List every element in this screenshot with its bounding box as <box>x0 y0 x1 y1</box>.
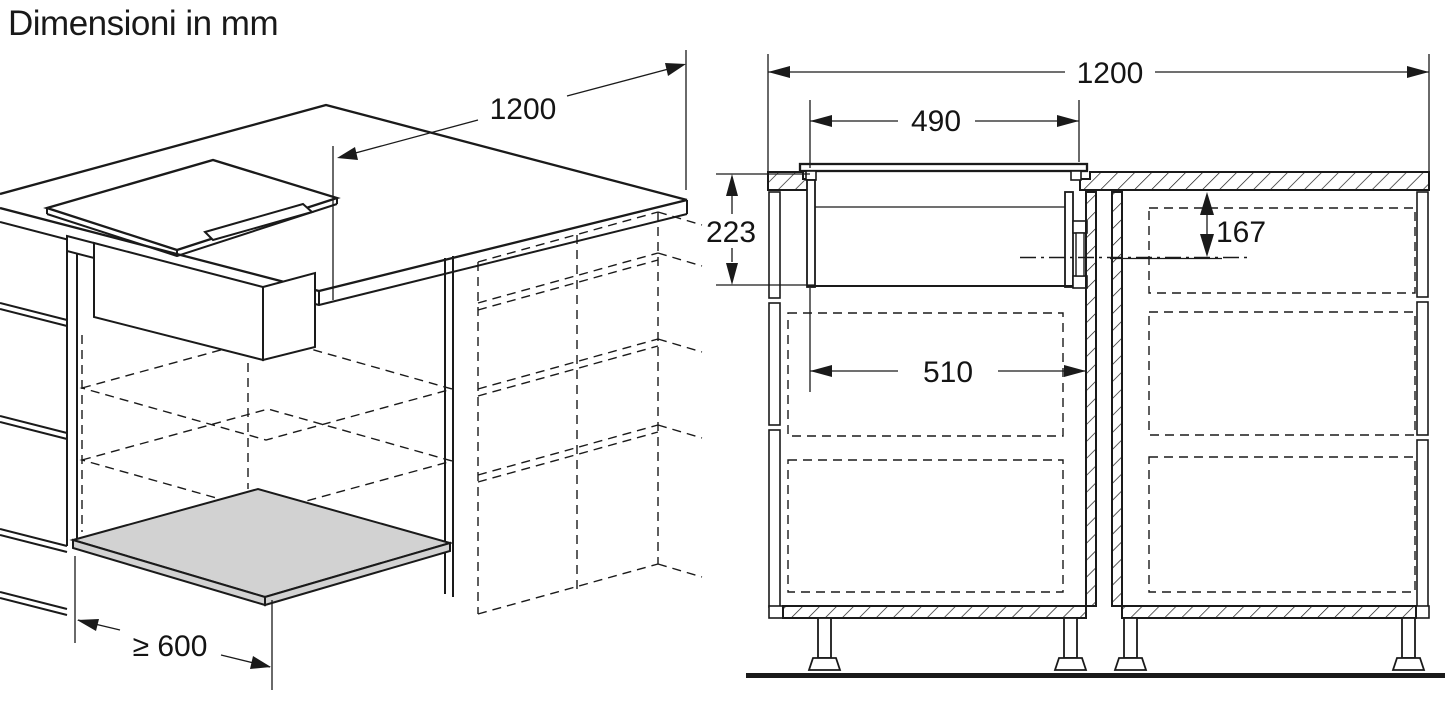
section-view: 1200 490 223 167 <box>706 54 1445 678</box>
hob-box <box>66 234 316 362</box>
dimension-600-iso: ≥ 600 <box>74 556 273 690</box>
hob-glass <box>43 158 341 257</box>
dimension-490: 490 <box>809 100 1080 168</box>
left-cabinet-front <box>768 191 784 619</box>
left-drawer-unit <box>0 302 68 616</box>
floor-line <box>746 673 1445 678</box>
iso-length-label: 1200 <box>490 93 557 126</box>
right-cabinet-drawers <box>1148 207 1416 593</box>
left-cabinet-drawers <box>787 312 1064 593</box>
dimension-1200-section: 1200 <box>767 54 1430 171</box>
iso-clearance-label: ≥ 600 <box>133 630 208 663</box>
duct-centerline <box>1020 256 1248 260</box>
dimension-510: 510 <box>809 288 1086 392</box>
hob-box-section <box>806 179 1088 289</box>
cabinet-bottom-shelf <box>69 487 454 607</box>
duct-offset-label: 167 <box>1216 216 1266 249</box>
section-length-label: 1200 <box>1077 57 1144 90</box>
worktop-section <box>767 171 1430 191</box>
cabinet-walls <box>1085 191 1123 607</box>
right-cabinet-back <box>1415 191 1430 619</box>
dimension-223: 223 <box>706 173 815 286</box>
hob-cabinet <box>66 240 455 597</box>
cutout-width-label: 490 <box>911 105 961 138</box>
dimension-1200-iso: 1200 <box>332 50 687 300</box>
installation-depth-label: 223 <box>706 216 756 249</box>
dashed-drawer-unit <box>477 211 703 615</box>
hob-glass-section <box>798 162 1089 181</box>
isometric-view: 1200 ≥ 600 <box>0 50 703 690</box>
page-title: Dimensioni in mm <box>8 4 279 43</box>
dimension-167: 167 <box>1200 192 1266 257</box>
cabinet-bottoms <box>782 605 1417 619</box>
vent-slot <box>203 202 315 242</box>
cabinet-legs <box>746 617 1445 678</box>
inner-clearance-label: 510 <box>923 356 973 389</box>
